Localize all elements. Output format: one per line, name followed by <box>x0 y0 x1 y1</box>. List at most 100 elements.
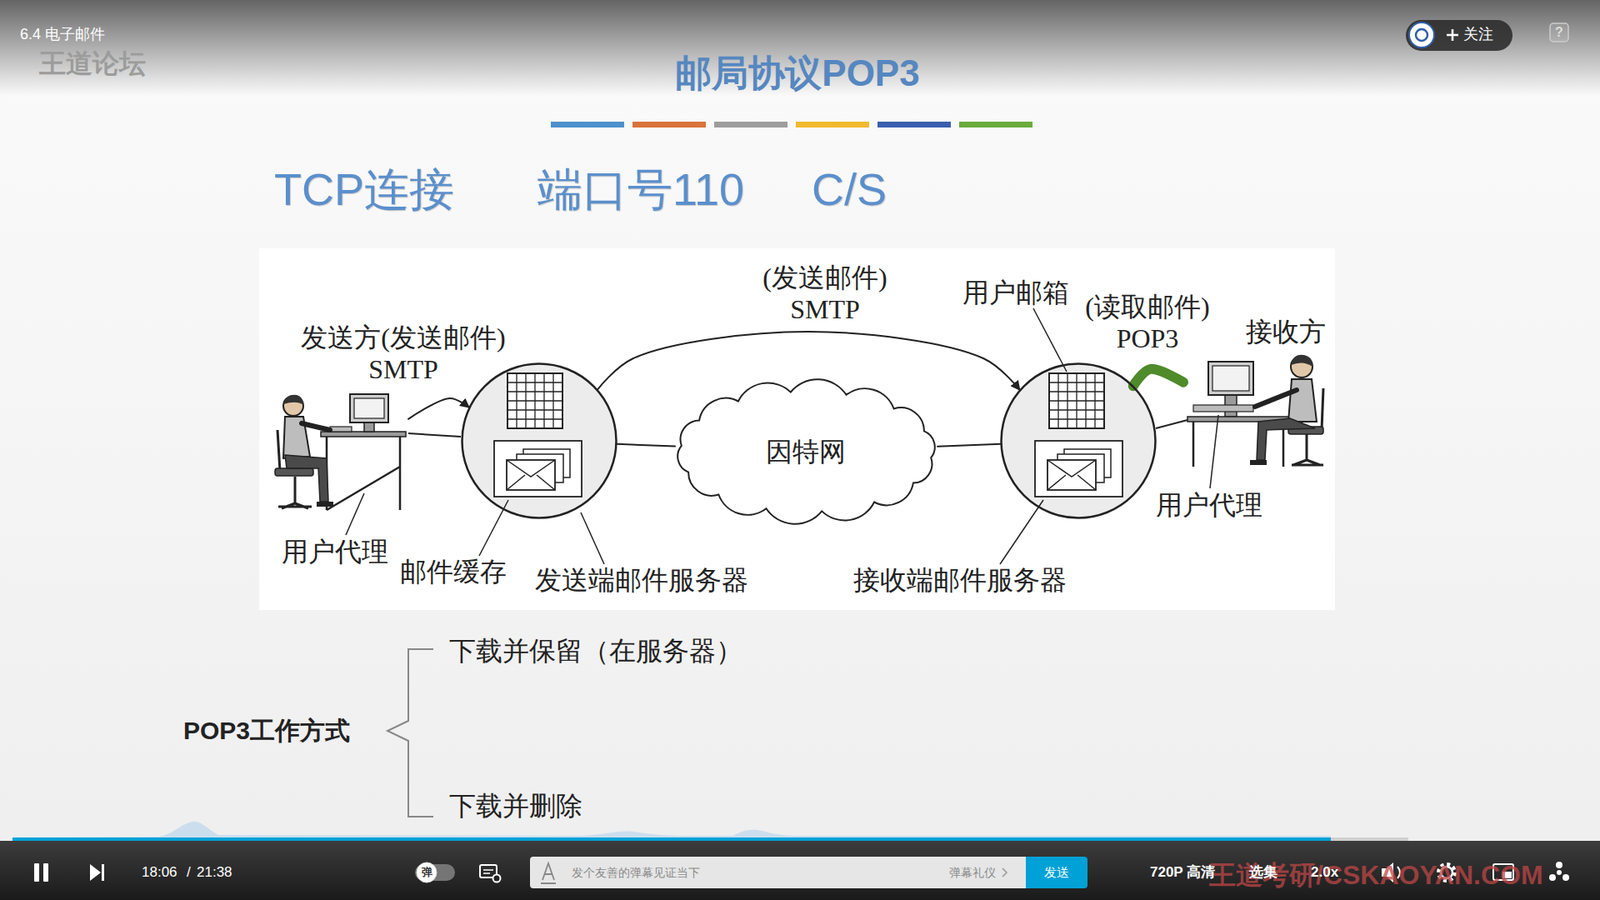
desk-top <box>320 431 406 437</box>
leader-line <box>345 493 365 535</box>
danmaku-placeholder: 发个友善的弹幕见证当下 <box>571 865 700 880</box>
person-shoe <box>1250 460 1267 465</box>
bracket-heading: POP3工作方式 <box>183 715 350 746</box>
callout-label: 用户代理 <box>1155 489 1263 521</box>
server-caption: 接收端邮件服务器 <box>853 564 1067 596</box>
mailbox-grid <box>1049 373 1105 429</box>
brace <box>387 649 434 817</box>
protocol-fact: 端口号110 <box>537 162 745 217</box>
server-caption: 发送端邮件服务器 <box>535 564 749 596</box>
extra-icon <box>1555 861 1563 869</box>
mailbox-grid-lines <box>507 373 563 429</box>
control-bar <box>0 840 1600 900</box>
color-bar <box>959 121 1033 128</box>
keyboard <box>1193 405 1254 412</box>
network-link <box>616 444 675 447</box>
server-fill <box>462 364 616 518</box>
node-heading: 发送方(发送邮件) SMTP <box>290 321 516 386</box>
person-hair <box>1290 355 1313 367</box>
extra-icon <box>1549 874 1556 881</box>
channel-logo-mark <box>1415 29 1428 41</box>
pause-icon <box>34 863 40 882</box>
extra-icon <box>1556 870 1562 875</box>
danmaku-toggle-knob <box>416 862 437 883</box>
video-title: 6.4 电子邮件 <box>20 25 105 45</box>
network-cable <box>1155 420 1188 429</box>
person-arm <box>301 423 330 430</box>
next-icon <box>90 864 101 881</box>
internet-cloud: 因特网 <box>662 375 950 529</box>
audio-waveform <box>12 821 1331 838</box>
network-cable <box>408 433 461 437</box>
server-outline <box>460 362 618 520</box>
help-icon <box>1550 23 1569 42</box>
mail-cache-box <box>1035 440 1123 497</box>
person-legs <box>1256 418 1315 460</box>
help-icon-text: ? <box>1555 24 1564 40</box>
mail-cache-box <box>494 440 582 497</box>
callout-label: 用户邮箱 <box>962 276 1070 309</box>
server-circle <box>462 364 617 519</box>
speed-button: 2.0x <box>1310 864 1339 881</box>
server-outline <box>1000 362 1157 520</box>
send-button-text: 发送 <box>1044 865 1070 880</box>
edge-label: (读取邮件) POP3 <box>1072 290 1223 355</box>
keyboard <box>330 426 352 432</box>
protocol-fact: C/S <box>811 162 887 217</box>
callout-label: 用户代理 <box>281 535 389 568</box>
callout-label: 邮件缓存 <box>400 555 507 588</box>
cloud-label: 因特网 <box>765 435 846 468</box>
server-circle <box>1001 364 1156 519</box>
envelope-flap <box>506 460 555 490</box>
follow-button <box>1405 20 1513 51</box>
color-bar <box>877 121 951 128</box>
color-bar <box>550 121 625 128</box>
pop3-band <box>1133 369 1184 386</box>
slide-title: 邮局协议POP3 <box>675 51 920 96</box>
sender-workstation: 发送方(发送邮件) SMTP <box>270 391 409 515</box>
danmaku-toggle-text: 弹 <box>421 865 433 880</box>
follow-button-text: 关注 <box>1463 25 1494 45</box>
person-legs <box>285 455 329 502</box>
time-separator: / <box>186 864 191 881</box>
time-current: 18:06 <box>141 864 178 881</box>
color-bar <box>632 121 706 128</box>
figure-panel <box>259 248 1335 610</box>
mailbox-grid <box>507 373 563 429</box>
monitor <box>1208 361 1254 395</box>
quality-button: 720P 高清 <box>1150 864 1215 881</box>
monitor-screen <box>354 398 385 419</box>
person-arm <box>1255 390 1297 407</box>
leader-line <box>1033 308 1067 372</box>
mail-server: 发送端邮件服务器 <box>460 362 618 520</box>
episodes-button: 选集 <box>1249 864 1278 881</box>
watermark: 王道论坛 <box>39 47 146 80</box>
color-bar <box>795 121 870 128</box>
mail-server: 接收端邮件服务器 <box>1000 362 1157 520</box>
monitor-screen <box>1212 365 1250 391</box>
send-button <box>1025 856 1088 889</box>
leader-line <box>1000 500 1044 565</box>
person-torso <box>1288 379 1317 422</box>
danmaku-etiquette-link: 弹幕礼仪 <box>949 865 996 880</box>
channel-logo <box>1409 22 1435 48</box>
progress-track <box>12 837 1409 841</box>
danmaku-settings-icon <box>483 870 494 874</box>
person-shoe <box>316 501 334 507</box>
danmaku-settings-icon <box>493 875 501 883</box>
chevron-icon <box>1002 868 1007 877</box>
leader-line <box>580 512 605 565</box>
monitor <box>350 394 389 423</box>
mode-item: 下载并保留（在服务器） <box>449 635 743 667</box>
person-hair <box>283 395 304 405</box>
envelope-flap <box>1047 460 1096 490</box>
top-shade <box>0 0 1600 96</box>
leader-line <box>1210 415 1219 489</box>
smtp-connector <box>408 398 470 420</box>
progress-played <box>12 837 1331 841</box>
pause-icon <box>43 863 49 882</box>
desk-legs <box>326 436 400 510</box>
